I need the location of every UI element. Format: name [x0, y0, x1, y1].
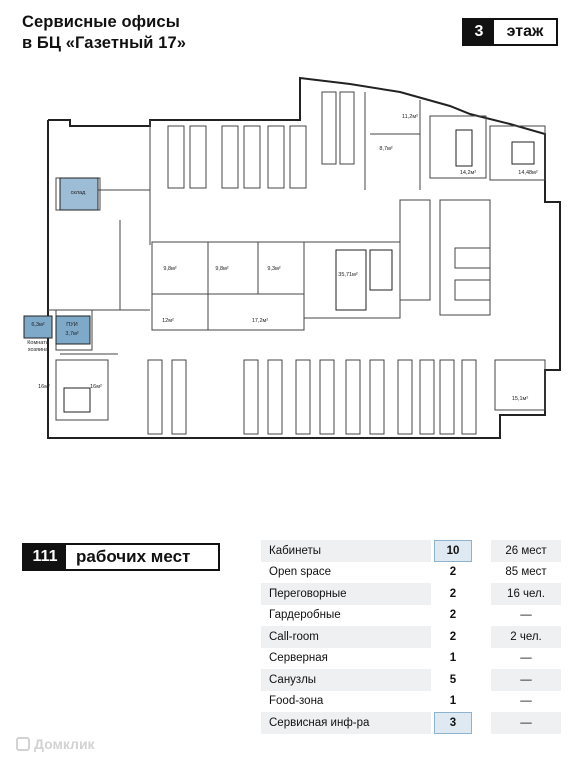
title-line-1: Сервисные офисы: [22, 13, 180, 31]
room-label: 16м²: [38, 384, 50, 390]
room-label: 15,1м²: [512, 396, 528, 402]
floor-number: 3: [464, 20, 494, 44]
stats-value: 1: [449, 695, 457, 708]
stats-row: Гардеробные 2 —: [261, 605, 561, 627]
stats-capacity: —: [520, 695, 532, 708]
watermark: Домклик: [16, 736, 95, 752]
room-label: 6,3м²: [31, 322, 44, 328]
room-label: склад: [71, 190, 86, 196]
stats-capacity: —: [491, 712, 561, 734]
stats-label: Open space: [269, 566, 332, 579]
stats-label: Санузлы: [261, 669, 431, 691]
workplaces-number: 111: [24, 545, 66, 569]
stats-capacity: —: [520, 652, 532, 665]
room-label: 11,2м²: [402, 114, 418, 120]
stats-row: Кабинеты 10 26 мест: [261, 540, 561, 562]
room-label: 35,71м²: [338, 272, 358, 278]
floor-plan: склад 6,3м² ПУИ 3,7м² Комната хозяина 11…: [23, 76, 561, 439]
stats-row: Переговорные 2 16 чел.: [261, 583, 561, 605]
stats-value: 2: [449, 587, 457, 600]
stats-capacity: 85 мест: [505, 566, 547, 579]
stats-value: 10: [434, 540, 472, 562]
house-icon: [16, 737, 30, 751]
stats-value: 3: [434, 712, 472, 734]
room-label: ПУИ: [66, 322, 77, 328]
stats-capacity: 26 мест: [491, 540, 561, 562]
room-label: 8,7м²: [379, 146, 392, 152]
stats-capacity: —: [491, 669, 561, 691]
stats-row: Санузлы 5 —: [261, 669, 561, 691]
room-label: 14,2м²: [460, 170, 476, 176]
stats-label: Гардеробные: [269, 609, 341, 622]
room-label: 3,7м²: [65, 331, 78, 337]
stats-label: Call-room: [261, 626, 431, 648]
page-title: Сервисные офисы в БЦ «Газетный 17»: [22, 12, 186, 54]
stats-table: Кабинеты 10 26 мест Open space 2 85 мест…: [261, 540, 561, 734]
stats-value: 1: [449, 652, 457, 665]
stats-value: 2: [449, 566, 457, 579]
floor-badge: 3 этаж: [462, 18, 558, 46]
stats-row: Open space 2 85 мест: [261, 562, 561, 584]
stats-row: Сервисная инф-ра 3 —: [261, 712, 561, 734]
stats-capacity: 16 чел.: [491, 583, 561, 605]
room-label: Комната: [27, 340, 49, 346]
stats-row: Call-room 2 2 чел.: [261, 626, 561, 648]
stats-label: Переговорные: [261, 583, 431, 605]
watermark-text: Домклик: [34, 736, 95, 752]
stats-value: 2: [449, 609, 457, 622]
stats-row: Food-зона 1 —: [261, 691, 561, 713]
stats-capacity: 2 чел.: [491, 626, 561, 648]
room-label: 14,48м²: [518, 170, 538, 176]
room-label: хозяина: [28, 347, 49, 353]
stats-label: Сервисная инф-ра: [261, 712, 431, 734]
workplaces-badge: 111 рабочих мест: [22, 543, 220, 571]
stats-value: 2: [449, 630, 457, 643]
workplaces-label: рабочих мест: [76, 547, 191, 566]
room-label: 9,8м²: [215, 266, 228, 272]
room-label: 9,8м²: [163, 266, 176, 272]
stats-capacity: —: [520, 609, 532, 622]
room-label: 17,2м²: [252, 318, 268, 324]
room-label: 9,3м²: [267, 266, 280, 272]
room-label: 16м²: [90, 384, 102, 390]
stats-row: Серверная 1 —: [261, 648, 561, 670]
room-label: 12м²: [162, 318, 174, 324]
stats-label: Food-зона: [269, 695, 324, 708]
floor-word: этаж: [506, 23, 544, 40]
stats-label: Кабинеты: [261, 540, 431, 562]
stats-value: 5: [449, 673, 457, 686]
stats-label: Серверная: [269, 652, 328, 665]
title-line-2: в БЦ «Газетный 17»: [22, 34, 187, 52]
